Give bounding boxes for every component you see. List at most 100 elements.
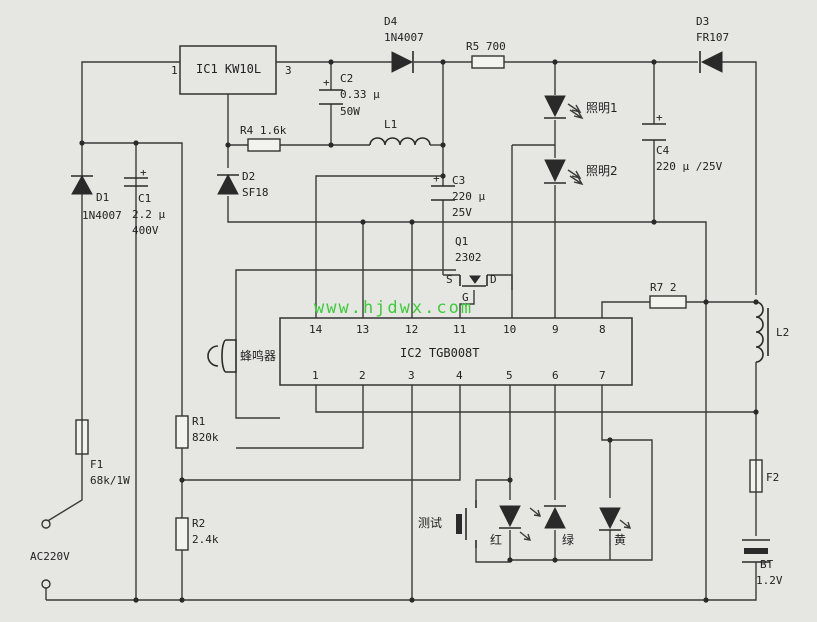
ic2-pin-label: 2 — [359, 369, 366, 382]
resistor-r4: R4 1.6k — [240, 124, 287, 152]
c2-value2: 50W — [340, 105, 360, 118]
junction — [409, 219, 415, 225]
ic1: IC1 KW10L 1 3 — [171, 45, 292, 95]
led-green: 绿 — [529, 505, 574, 547]
ic2-pin-label: 10 — [503, 323, 516, 336]
led-yellow-label: 黄 — [614, 533, 626, 547]
c3-value1: 220 μ — [452, 190, 485, 203]
resistor-r2: R2 2.4k — [175, 517, 219, 551]
inductor-l1: L1 — [369, 118, 431, 146]
wire-d3-right-rail — [722, 61, 757, 295]
led-lamp1-symbol — [544, 95, 566, 118]
polarity-plus-icon: + — [433, 172, 440, 185]
buzzer-label: 蜂鸣器 — [240, 348, 276, 363]
buzzer: 蜂鸣器 — [207, 339, 276, 373]
f2-ref: F2 — [766, 471, 779, 484]
d2-ref: D2 — [242, 170, 255, 183]
c2-ref: C2 — [340, 72, 353, 85]
r1-ref: R1 — [192, 415, 205, 428]
buzzer-icon — [221, 339, 237, 373]
junction — [507, 557, 513, 563]
led-red: 红 — [490, 505, 532, 547]
ic2-bottom-pins: 1 2 3 4 5 6 7 — [312, 369, 606, 382]
capacitor-c4: + C4 220 μ /25V — [642, 111, 723, 173]
wire-c3-to-pin14 — [315, 175, 443, 318]
r5-label: R5 700 — [466, 40, 506, 53]
wire-f1-to-ac — [45, 454, 83, 523]
r2-ref: R2 — [192, 517, 205, 530]
led-yellow: 黄 — [599, 507, 632, 547]
junction — [440, 173, 446, 179]
c1-value1: 2.2 μ — [132, 208, 165, 221]
light-arrow-icon — [567, 103, 582, 114]
f1-ref: F1 — [90, 458, 103, 471]
r7-body — [649, 295, 687, 309]
ac-label: AC220V — [30, 550, 70, 563]
ic2-pin-label: 9 — [552, 323, 559, 336]
mosfet-q1: Q1 2302 S D G — [446, 235, 497, 304]
light-arrow-icon — [569, 109, 584, 120]
diode-d2-symbol — [217, 173, 239, 195]
resistor-r7: R7 2 — [649, 281, 687, 309]
led-lamp2: 照明2 — [544, 159, 618, 186]
l2-ref: L2 — [776, 326, 789, 339]
light-arrow-icon — [519, 531, 532, 541]
c4-ref: C4 — [656, 144, 670, 157]
bt-value: 1.2V — [756, 574, 783, 587]
diode-d3-symbol — [700, 51, 723, 73]
led-lamp2-symbol — [544, 159, 566, 183]
polarity-plus-icon: + — [140, 166, 147, 179]
l2-coil — [755, 301, 764, 363]
diode-d4-symbol — [391, 51, 414, 73]
light-arrow-icon — [567, 169, 582, 180]
junction — [507, 477, 513, 483]
q1-ref: Q1 — [455, 235, 468, 248]
d1-value: 1N4007 — [82, 209, 122, 222]
test-label: 测试 — [418, 515, 442, 530]
l1-ref: L1 — [384, 118, 397, 131]
wire-test-top — [475, 479, 510, 500]
battery-bt: BT 1.2V — [742, 539, 783, 587]
junction — [328, 59, 334, 65]
resistor-r5: R5 700 — [466, 40, 506, 69]
d3-value: FR107 — [696, 31, 729, 44]
test-button: 测试 — [418, 500, 477, 548]
junction — [225, 142, 231, 148]
q1-pin-s: S — [446, 273, 453, 286]
bt-ref: BT — [760, 558, 774, 571]
junction — [79, 140, 85, 146]
q1-pin-d: D — [490, 273, 497, 286]
d3-ref: D3 — [696, 15, 709, 28]
led-lamp1: 照明1 — [544, 95, 618, 120]
diode-d1: D1 1N4007 — [71, 174, 122, 222]
c1-value2: 400V — [132, 224, 159, 237]
c4-value: 220 μ /25V — [656, 160, 723, 173]
resistor-r1: R1 820k — [175, 415, 219, 449]
junctions — [79, 59, 759, 603]
diode-d3: D3 FR107 — [696, 15, 729, 73]
ic1-body — [179, 45, 277, 95]
watermark: www.hjdwx.com — [314, 298, 473, 318]
wire-ic1-pin1 — [81, 61, 183, 600]
ic2-top-pins: 14 13 12 11 10 9 8 — [309, 323, 606, 336]
wire-ground-rail — [46, 572, 757, 601]
ac-terminal-icon — [41, 519, 51, 529]
lamp2-label: 照明2 — [586, 164, 618, 178]
q1-channel — [459, 275, 488, 286]
c2-value1: 0.33 μ — [340, 88, 380, 101]
diode-d4: D4 1N4007 — [384, 15, 424, 73]
c3-ref: C3 — [452, 174, 465, 187]
junction — [703, 299, 709, 305]
junction — [133, 597, 139, 603]
ic2-label: IC2 TGB008T — [400, 346, 480, 360]
wire-pin4 — [182, 385, 461, 481]
d4-ref: D4 — [384, 15, 398, 28]
wire-buzzer-bottom — [235, 372, 280, 419]
led-yellow-symbol — [599, 507, 621, 530]
fuse-f1: F1 68k/1W — [75, 419, 130, 487]
lamp1-label: 照明1 — [586, 101, 618, 115]
ic2-pin-label: 8 — [599, 323, 606, 336]
r4-label: R4 1.6k — [240, 124, 287, 137]
led-red-symbol — [499, 505, 521, 528]
r1-body — [175, 415, 189, 449]
